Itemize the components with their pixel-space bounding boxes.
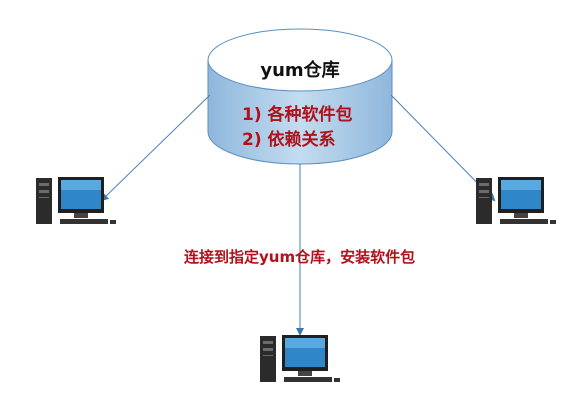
connection-label: 连接到指定yum仓库，安装软件包	[184, 248, 416, 266]
arrow-to-left-computer	[100, 94, 211, 202]
content-item-dependencies: 2) 依赖关系	[242, 130, 336, 150]
desktop-computer-icon	[476, 177, 556, 224]
desktop-computer-icon	[260, 335, 340, 382]
database-cylinder-icon	[207, 28, 393, 165]
repository-title: yum仓库	[260, 60, 340, 81]
repository-contents: 1) 各种软件包 2) 依赖关系	[242, 103, 353, 153]
content-item-packages: 1) 各种软件包	[242, 105, 353, 125]
desktop-computer-icon	[36, 177, 116, 224]
